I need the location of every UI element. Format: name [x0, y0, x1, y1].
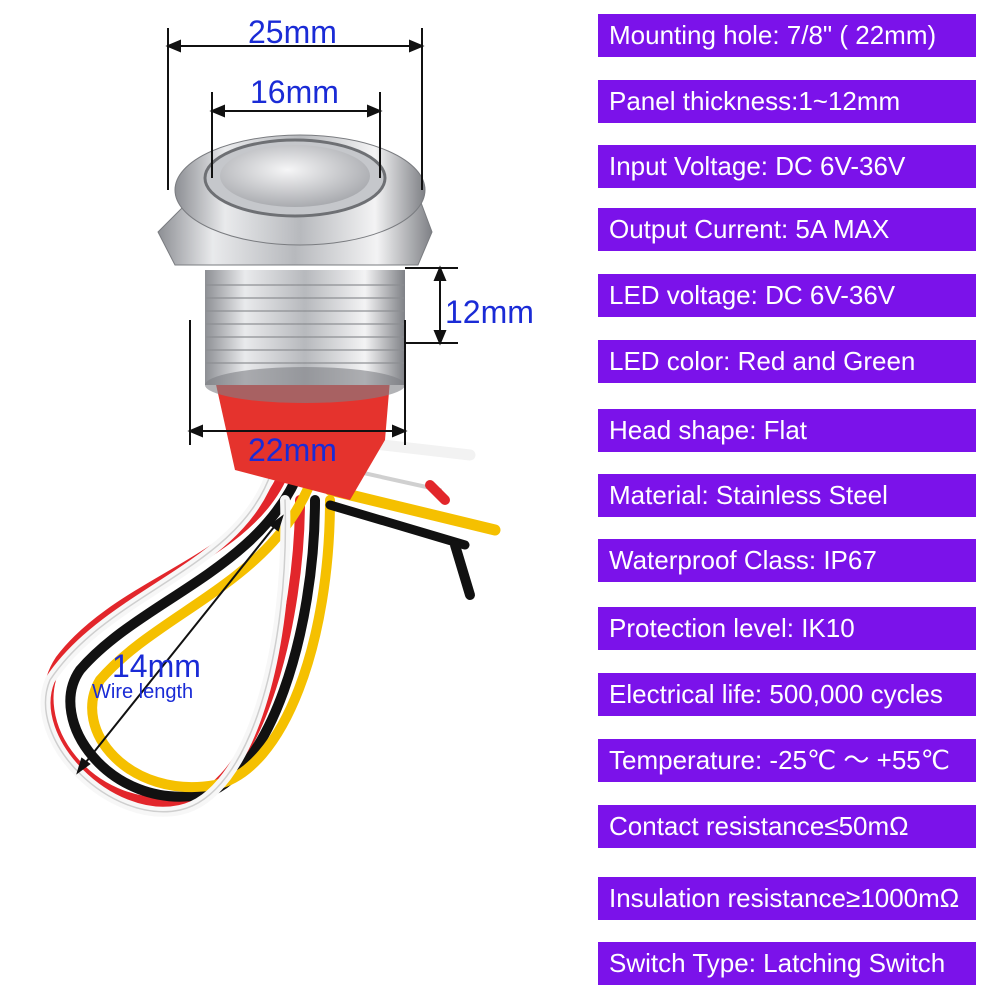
spec-led-color: LED color: Red and Green	[598, 340, 976, 383]
wire-label: 14mm	[112, 648, 201, 684]
threaded-body	[205, 270, 405, 385]
thread-lines	[206, 284, 404, 364]
spec-led-voltage: LED voltage: DC 6V-36V	[598, 274, 976, 317]
head-width-label: 25mm	[248, 14, 337, 50]
spec-electrical-life: Electrical life: 500,000 cycles	[598, 673, 976, 716]
spec-switch-type: Switch Type: Latching Switch	[598, 942, 976, 985]
spec-material: Material: Stainless Steel	[598, 474, 976, 517]
spec-protection-level: Protection level: IK10	[598, 607, 976, 650]
thread-length-label: 12mm	[445, 294, 534, 330]
thread-diameter-label: 22mm	[248, 432, 337, 468]
spec-temperature: Temperature: -25℃ ～ +55℃	[598, 739, 976, 782]
specification-list: Mounting hole: 7/8" ( 22mm) Panel thickn…	[598, 0, 1000, 1000]
spec-mounting-hole: Mounting hole: 7/8" ( 22mm)	[598, 14, 976, 57]
spec-input-voltage: Input Voltage: DC 6V-36V	[598, 145, 976, 188]
product-illustration: 25mm 16mm 12mm 22mm 14mm Wire length	[40, 14, 534, 817]
spec-waterproof-class: Waterproof Class: IP67	[598, 539, 976, 582]
spec-head-shape: Head shape: Flat	[598, 409, 976, 452]
spec-contact-resistance: Contact resistance≤50mΩ	[598, 805, 976, 848]
button-width-label: 16mm	[250, 74, 339, 110]
wire-caption: Wire length	[92, 681, 194, 703]
spec-insulation-resistance: Insulation resistance≥1000mΩ	[598, 877, 976, 920]
spec-panel-thickness: Panel thickness:1~12mm	[598, 80, 976, 123]
spec-output-current: Output Current: 5A MAX	[598, 208, 976, 251]
push-button-switch-image	[40, 28, 501, 817]
button-face	[220, 145, 370, 207]
wire-loop	[40, 465, 335, 817]
dimension-lines	[76, 28, 458, 775]
connector-housing	[215, 380, 390, 500]
